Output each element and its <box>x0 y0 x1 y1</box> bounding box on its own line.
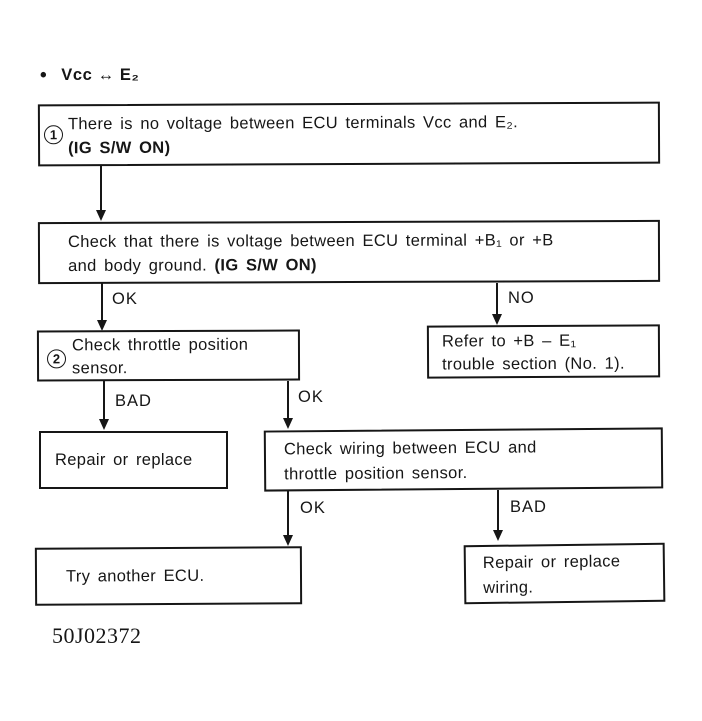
branch-label-ok-3: OK <box>300 499 326 517</box>
box-refer-line2: trouble section (No. 1). <box>442 354 625 374</box>
box-check-wiring-line1: Check wiring between ECU and <box>283 438 537 459</box>
box-check-wiring: Check wiring between ECU and throttle po… <box>263 427 664 492</box>
box-check-wiring-line2: throttle position sensor. <box>284 463 468 484</box>
step-number-badge: 2 <box>46 349 67 369</box>
branch-label-ok-2: OK <box>298 388 324 406</box>
box-step3-line1: Check throttle position <box>71 335 249 355</box>
box-repair-wiring: Repair or replace wiring. <box>463 542 666 605</box>
box-repair-wiring-line2: wiring. <box>483 578 534 597</box>
down-arrowhead-icon <box>97 320 107 331</box>
connector-step3-bad-line <box>103 381 105 420</box>
connector-step2-no-line <box>496 283 498 316</box>
box-step2-line1: Check that there is voltage between ECU … <box>67 231 554 251</box>
box-repair-wiring-line1: Repair or replace <box>482 552 621 572</box>
box-step2-line2-text: and body ground. <box>68 256 215 275</box>
branch-label-bad-1: BAD <box>115 392 152 410</box>
connector-wiring-bad-line <box>497 490 499 531</box>
bullet-icon: • <box>40 65 48 86</box>
box-step1-line2: (IG S/W ON) <box>68 138 171 158</box>
down-arrowhead-icon <box>283 535 293 546</box>
box-step3-check-tps: 2 Check throttle position sensor. <box>36 329 301 382</box>
box-step2-line2-bold: (IG S/W ON) <box>214 256 317 275</box>
connector-step3-ok-line <box>287 381 289 419</box>
down-arrowhead-icon <box>283 418 293 429</box>
connector-step2-ok-line <box>101 283 103 322</box>
box-repair-line1: Repair or replace <box>55 451 193 469</box>
box-try-ecu-line1: Try another ECU. <box>65 566 205 586</box>
box-try-another-ecu: Try another ECU. <box>34 546 303 606</box>
box-step3-line2: sensor. <box>72 359 128 378</box>
branch-label-no-1: NO <box>508 289 535 307</box>
box-step1-no-voltage: 1 There is no voltage between ECU termin… <box>37 101 661 167</box>
down-arrowhead-icon <box>492 314 502 325</box>
box-step2-check-b-voltage: Check that there is voltage between ECU … <box>37 219 661 285</box>
figure-code: 50J02372 <box>52 623 142 648</box>
down-arrowhead-icon <box>99 419 109 430</box>
down-arrowhead-icon <box>493 530 503 541</box>
branch-label-ok-1: OK <box>112 290 138 308</box>
step-number-badge: 1 <box>43 125 64 145</box>
branch-label-bad-2: BAD <box>510 498 547 516</box>
box-refer-trouble-section: Refer to +B – E₁ trouble section (No. 1)… <box>426 324 661 379</box>
connector-wiring-ok-line <box>287 490 289 536</box>
diagram-title-text: Vcc ↔ E₂ <box>61 66 140 84</box>
box-step1-line1: There is no voltage between ECU terminal… <box>67 113 519 134</box>
diagram-title: • Vcc ↔ E₂ <box>40 66 139 85</box>
box-repair-or-replace: Repair or replace <box>39 431 228 489</box>
connector-step1-step2-line <box>100 165 102 212</box>
down-arrowhead-icon <box>96 210 106 221</box>
box-refer-line1: Refer to +B – E₁ <box>441 331 577 351</box>
